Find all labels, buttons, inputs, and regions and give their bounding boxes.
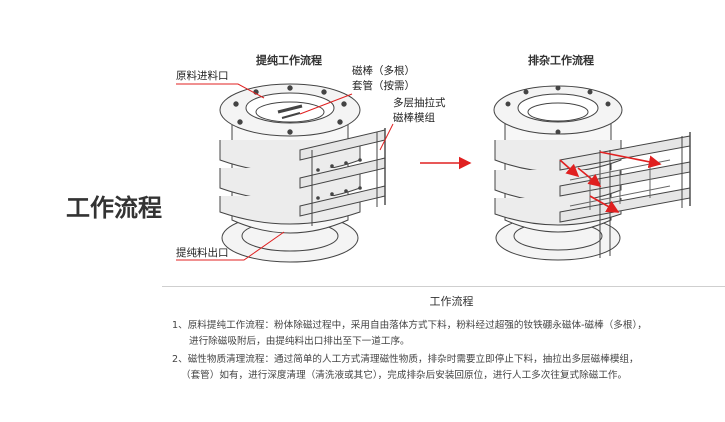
description-1-line2: 进行除磁吸附后，由提纯料出口排出至下一道工序。 bbox=[189, 336, 410, 347]
process-description-2: 2、磁性物质清理流程：通过简单的人工方式清理磁性物质，排杂时需要立即停止下料，抽… bbox=[172, 352, 717, 384]
right-machine-illustration bbox=[493, 85, 691, 261]
left-machine-illustration bbox=[219, 83, 386, 263]
process-description-1: 1、原料提纯工作流程：粉体除磁过程中，采用自由落体方式下料，粉料经过超强的钕铁硼… bbox=[172, 318, 717, 350]
left-label-leaders bbox=[176, 83, 394, 261]
label-raw-inlet: 原料进料口 bbox=[176, 70, 229, 82]
left-diagram-title: 提纯工作流程 bbox=[256, 54, 322, 67]
label-drawer-line2: 磁棒模组 bbox=[393, 112, 435, 124]
right-diagram-title: 排杂工作流程 bbox=[528, 54, 594, 67]
side-title: 工作流程 bbox=[66, 194, 162, 222]
label-drawer-line1: 多层抽拉式 bbox=[393, 97, 446, 109]
description-1-line1: 1、原料提纯工作流程：粉体除磁过程中，采用自由落体方式下料，粉料经过超强的钕铁硼… bbox=[172, 320, 647, 331]
label-magnet-rod-line1: 磁棒（多根） bbox=[352, 65, 415, 77]
process-diagram-art bbox=[176, 83, 691, 263]
label-magnet-rod-line2: 套管（按需） bbox=[352, 80, 415, 92]
label-pure-outlet: 提纯料出口 bbox=[176, 247, 229, 259]
section-divider bbox=[162, 286, 725, 287]
description-2-line2: （套管）如有，进行深度清理（清洗液或其它），完成排杂后安装回原位，进行人工多次往… bbox=[181, 370, 628, 381]
description-2-line1: 2、磁性物质清理流程：通过简单的人工方式清理磁性物质，排杂时需要立即停止下料，抽… bbox=[172, 354, 639, 365]
impurity-removal-arrows bbox=[559, 151, 662, 213]
section-heading: 工作流程 bbox=[429, 295, 474, 308]
